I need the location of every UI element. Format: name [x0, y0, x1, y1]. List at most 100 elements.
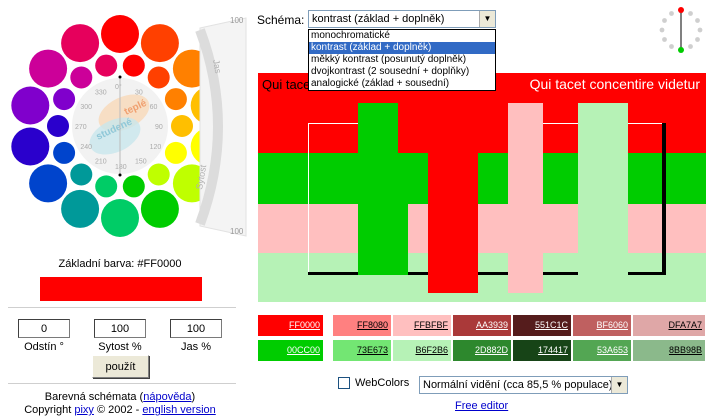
- copyright-year: © 2002 -: [93, 404, 143, 416]
- hue-spot-small[interactable]: [171, 115, 193, 137]
- palette-swatch[interactable]: 53A653: [573, 340, 631, 361]
- schema-option-double-contrast[interactable]: dvojkontrast (2 sousední + doplňky): [311, 66, 470, 77]
- degree-label: 330: [95, 89, 107, 96]
- hue-spot-small[interactable]: [164, 141, 187, 164]
- palette-swatch[interactable]: 2D882D: [453, 340, 511, 361]
- slider-wedge-border: [199, 17, 247, 237]
- divider: [8, 307, 236, 308]
- brightness-label: Jas %: [181, 341, 211, 353]
- preview-band-light-green: [258, 253, 706, 302]
- palette-swatch[interactable]: FF8080: [333, 315, 391, 336]
- hue-spot-small[interactable]: [122, 175, 145, 198]
- hue-spot[interactable]: [11, 127, 50, 166]
- schema-option-contrast[interactable]: kontrast (základ + doplněk): [309, 42, 495, 54]
- schema-select[interactable]: kontrast (základ + doplněk) ▼: [308, 10, 496, 28]
- degree-label: 240: [80, 144, 92, 151]
- degree-label: 270: [75, 124, 87, 131]
- divider: [8, 383, 236, 384]
- hue-spot-small[interactable]: [95, 54, 118, 77]
- author-link[interactable]: pixy: [74, 404, 94, 416]
- hue-spot-small[interactable]: [70, 66, 93, 89]
- preview-bar-pink: [508, 103, 543, 293]
- schema-dropdown[interactable]: monochromatické kontrast (základ + dopln…: [308, 29, 496, 91]
- free-editor-link[interactable]: Free editor: [455, 400, 509, 412]
- palette-swatch[interactable]: AA3939: [453, 315, 511, 336]
- hue-spot[interactable]: [61, 189, 100, 228]
- saturation-slider-label: Sytost: [194, 163, 208, 190]
- brightness-slider-label: Jas: [211, 59, 223, 75]
- hue-spot-small[interactable]: [147, 66, 170, 89]
- hue-spot-small[interactable]: [122, 54, 145, 77]
- palette-swatch[interactable]: 8BB98B: [633, 340, 705, 361]
- hue-spot-small[interactable]: [164, 88, 187, 111]
- slider-top-value: 100: [230, 16, 244, 25]
- palette-swatch[interactable]: FFBFBF: [393, 315, 451, 336]
- palette-swatch[interactable]: DFA7A7: [633, 315, 705, 336]
- preview-frame-shadow-bottom: [308, 272, 666, 275]
- preview-bar-green-arm: [328, 153, 438, 204]
- hue-spot-small[interactable]: [53, 88, 76, 111]
- english-version-link[interactable]: english version: [142, 404, 216, 416]
- degree-label: 180: [115, 164, 127, 171]
- hue-spot[interactable]: [101, 199, 139, 237]
- hue-spot[interactable]: [61, 24, 100, 63]
- base-color-label: Základní barva: #FF0000: [58, 258, 182, 270]
- hue-spot-small[interactable]: [47, 115, 69, 137]
- palette-swatch[interactable]: 174417: [513, 340, 571, 361]
- preview-band-pink: [258, 204, 706, 253]
- preview-text-right: Qui tacet concentire videtur: [529, 76, 700, 92]
- schema-label: Schéma:: [257, 13, 305, 27]
- palette-swatch[interactable]: 00CC00: [258, 340, 323, 361]
- mini-dot: [688, 11, 693, 16]
- hue-spot-small[interactable]: [70, 163, 93, 186]
- base-color-swatch: [40, 277, 202, 301]
- mini-dot: [697, 27, 703, 33]
- mini-dot: [669, 11, 674, 16]
- palette-swatch[interactable]: B6F2B6: [393, 340, 451, 361]
- hue-spot[interactable]: [101, 15, 139, 53]
- preview-bar-red-arm: [398, 103, 508, 153]
- degree-label: 300: [80, 104, 92, 111]
- webcolors-label: WebColors: [355, 377, 410, 389]
- palette-swatch[interactable]: BF6060: [573, 315, 631, 336]
- saturation-label: Sytost %: [98, 341, 142, 353]
- webcolors-checkbox[interactable]: [338, 377, 350, 389]
- footer-title: Barevná schémata (nápověda): [0, 391, 240, 403]
- schema-option-analogic[interactable]: analogické (základ + sousední): [311, 78, 450, 89]
- saturation-input[interactable]: [94, 319, 146, 338]
- degree-label: 150: [135, 159, 147, 166]
- help-link[interactable]: nápověda: [143, 391, 192, 403]
- mini-dot: [695, 18, 700, 23]
- vision-select[interactable]: Normální vidění (cca 85,5 % populace) ▼: [419, 376, 628, 394]
- slider-bottom-value: 100: [230, 227, 244, 236]
- hue-spot[interactable]: [29, 49, 68, 88]
- schema-option-mono[interactable]: monochromatické: [311, 30, 390, 41]
- palette-swatch[interactable]: 73E673: [333, 340, 391, 361]
- chevron-down-icon[interactable]: ▼: [479, 11, 495, 27]
- mini-dot: [659, 27, 665, 33]
- chevron-down-icon[interactable]: ▼: [611, 377, 627, 393]
- schema-option-soft-contrast[interactable]: měkký kontrast (posunutý doplněk): [311, 54, 467, 65]
- degree-label: 90: [155, 124, 163, 131]
- hue-spot[interactable]: [140, 24, 179, 63]
- degree-label: 0°: [115, 83, 122, 91]
- hue-spot-small[interactable]: [53, 141, 76, 164]
- scheme-preview: Qui tacet Qui tacet concentire videtur: [258, 73, 706, 302]
- vision-selected-value: Normální vidění (cca 85,5 % populace): [423, 379, 613, 391]
- hue-spot-small[interactable]: [95, 175, 118, 198]
- hue-input[interactable]: [18, 319, 70, 338]
- palette-swatch[interactable]: 551C1C: [513, 315, 571, 336]
- color-wheel[interactable]: teplé studené 0°306090120150180210240270…: [0, 0, 250, 250]
- mini-dot: [662, 37, 667, 42]
- brightness-input[interactable]: [170, 319, 222, 338]
- hue-spot[interactable]: [29, 164, 68, 203]
- hue-spot[interactable]: [140, 189, 179, 228]
- hue-spot[interactable]: [11, 86, 50, 125]
- apply-button[interactable]: použít: [92, 355, 149, 378]
- mini-dot: [669, 44, 674, 49]
- palette-swatch[interactable]: FF0000: [258, 315, 323, 336]
- hue-spot-small[interactable]: [147, 163, 170, 186]
- degree-label: 120: [150, 144, 162, 151]
- copyright-text: Copyright: [24, 404, 75, 416]
- footer-copyright: Copyright pixy © 2002 - english version: [0, 404, 240, 416]
